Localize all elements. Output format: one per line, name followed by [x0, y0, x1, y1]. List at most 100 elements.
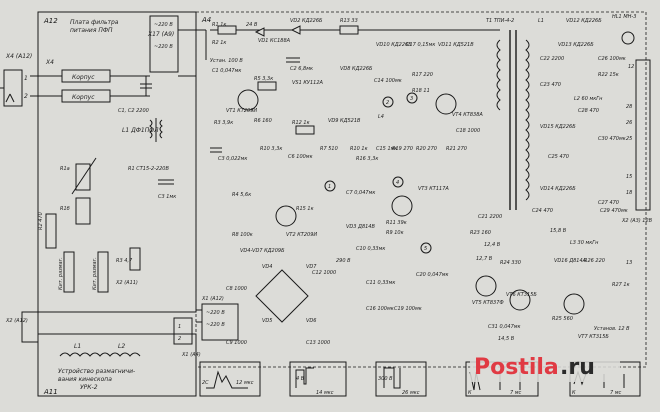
c30-label: C30 470мк — [598, 136, 626, 142]
pin-26: 26 — [626, 120, 632, 126]
c8-label: C8 1000 — [226, 286, 247, 292]
r24-label: R24 330 — [500, 260, 521, 266]
watermark-text: Postila — [474, 355, 559, 380]
t1-primary — [496, 39, 501, 111]
x4-a12-label: X4 (A12) — [5, 53, 32, 60]
vd2-diode — [290, 25, 301, 35]
x17-plug — [149, 15, 179, 73]
waveform-3-period: 26 мкс — [402, 390, 420, 396]
vd3-label: VD3 Д814В — [346, 224, 375, 230]
degauss-l1-label: L1 — [74, 343, 81, 350]
vd10-label: VD10 КД226Б — [376, 42, 412, 48]
pin-15: 15 — [626, 174, 632, 180]
x1-a4-plug — [173, 317, 193, 345]
c27-label: C27 470 — [598, 200, 619, 206]
main-board-frame — [195, 11, 647, 368]
t1-secondary — [525, 39, 530, 201]
x1-a12-v220-2: ~220 В — [206, 322, 225, 328]
vd8-label: VD8 КД226Б — [340, 66, 373, 72]
vt3-transistor — [391, 195, 413, 217]
r1a-label: R1a — [60, 166, 70, 172]
c20-label: C20 0,047мк — [416, 272, 449, 278]
r3-filter-label: R3 4,7 — [116, 258, 133, 264]
l4-label: L4 — [378, 114, 384, 120]
v124-label: 12,4 В — [484, 242, 501, 248]
vd5-label: VD5 — [262, 318, 272, 324]
c21-label: C21 2200 — [478, 214, 502, 220]
x4-pin2: 2 — [24, 93, 28, 100]
x1-a4-label: X1 (A4) — [181, 352, 201, 358]
c31-label: C31 0,047мк — [488, 324, 521, 330]
hl1-label: HL1 МН-3 — [612, 14, 636, 20]
vt1-label: VT1 КТ209И — [226, 108, 257, 114]
degauss-contact-1 — [63, 251, 75, 293]
block-a4-label: A4 — [201, 16, 211, 24]
r12-resistor — [295, 125, 315, 135]
waveform-3: 300 В 26 мкс — [375, 361, 427, 397]
c14-label: C14 100мк — [374, 78, 402, 84]
waveform-2-amp: 4 В — [296, 376, 305, 382]
waveform-3-amp: 300 В — [378, 376, 393, 382]
c19-label: C19 100мк — [394, 306, 422, 312]
l1-main-label: L1 — [538, 18, 544, 24]
waveform-4-amp: К — [468, 390, 472, 396]
c15-label: C15 1мк — [376, 146, 397, 152]
x1-pin2: 2 — [178, 336, 181, 342]
vd11-label: VD11 КД521В — [438, 42, 474, 48]
marker-1-text: 1 — [328, 184, 331, 190]
degauss-device-frame — [37, 333, 197, 397]
waveform-5-amp: К — [572, 390, 576, 396]
vt4-transistor — [435, 93, 457, 115]
vt5-transistor — [475, 275, 497, 297]
vt6-label: VT6 КТ315Б — [506, 292, 537, 298]
c25-label: C25 470 — [548, 154, 569, 160]
vt4-label: VT4 КТ838А — [452, 112, 483, 118]
marker-1 — [324, 180, 336, 192]
r1-resistor — [217, 25, 237, 35]
waveform-2-period: 14 мкс — [316, 390, 334, 396]
waveform-1-period: 12 мкс — [236, 380, 254, 386]
vt6-transistor — [509, 289, 531, 311]
degauss-contact-2 — [97, 251, 109, 293]
r8-label: R8 100к — [232, 232, 253, 238]
vt1-transistor — [237, 89, 259, 111]
marker-3-text: 3 — [410, 96, 413, 102]
r2-label: R2 1к — [212, 40, 226, 46]
v158-label: 15,8 В — [550, 228, 567, 234]
ust-label: Устанoв. 12 В — [594, 326, 630, 332]
c23-label: C23 470 — [540, 82, 561, 88]
r17-label: R17 220 — [412, 72, 433, 78]
vd9-label: VD9 КД521В — [328, 118, 361, 124]
vd15-label: VD15 КД226Б — [540, 124, 576, 130]
waveform-2: 4 В 14 мкс — [289, 361, 347, 397]
c6-label: C6 100мк — [288, 154, 313, 160]
r5-resistor — [257, 81, 277, 91]
r23-label: R23 160 — [470, 230, 491, 236]
degauss-title-line2: вания кинескопа — [58, 376, 112, 383]
x17-v220-b: ~220 В — [154, 44, 173, 50]
vt7-label: VT7 КТ315Б — [578, 334, 609, 340]
c18-label: C18 1000 — [456, 128, 480, 134]
r2-adj-label: Устан. 100 В — [210, 58, 243, 64]
watermark-bg — [470, 348, 620, 382]
korpus-label-2: Корпус — [72, 94, 95, 101]
x17-v220-a: ~220 В — [154, 22, 173, 28]
vd6-label: VD6 — [306, 318, 316, 324]
marker-5-text: 5 — [424, 246, 427, 252]
x1-a12-label: X1 (A12) — [201, 296, 224, 302]
r9-label: R9 10к — [386, 230, 404, 236]
x17-label: X17 (A9) — [147, 31, 174, 38]
r19-label: R19 270 — [392, 146, 413, 152]
x2-a12-label: X2 (A12) — [5, 318, 28, 324]
marker-5 — [420, 242, 432, 254]
r16-label: R16 3,3к — [356, 156, 378, 162]
c2-label: C2 6,8мк — [290, 66, 313, 72]
v127-label: 12,7 В — [476, 256, 493, 262]
c22-label: C22 2200 — [540, 56, 564, 62]
c1c2-label: C1, C2 2200 — [118, 108, 149, 114]
r6-label: R6 160 — [254, 118, 272, 124]
r25-label: R25 560 — [552, 316, 573, 322]
filter-title-line2: питания ПФП — [70, 27, 113, 34]
c17-label: C17 0,15мк — [406, 42, 435, 48]
